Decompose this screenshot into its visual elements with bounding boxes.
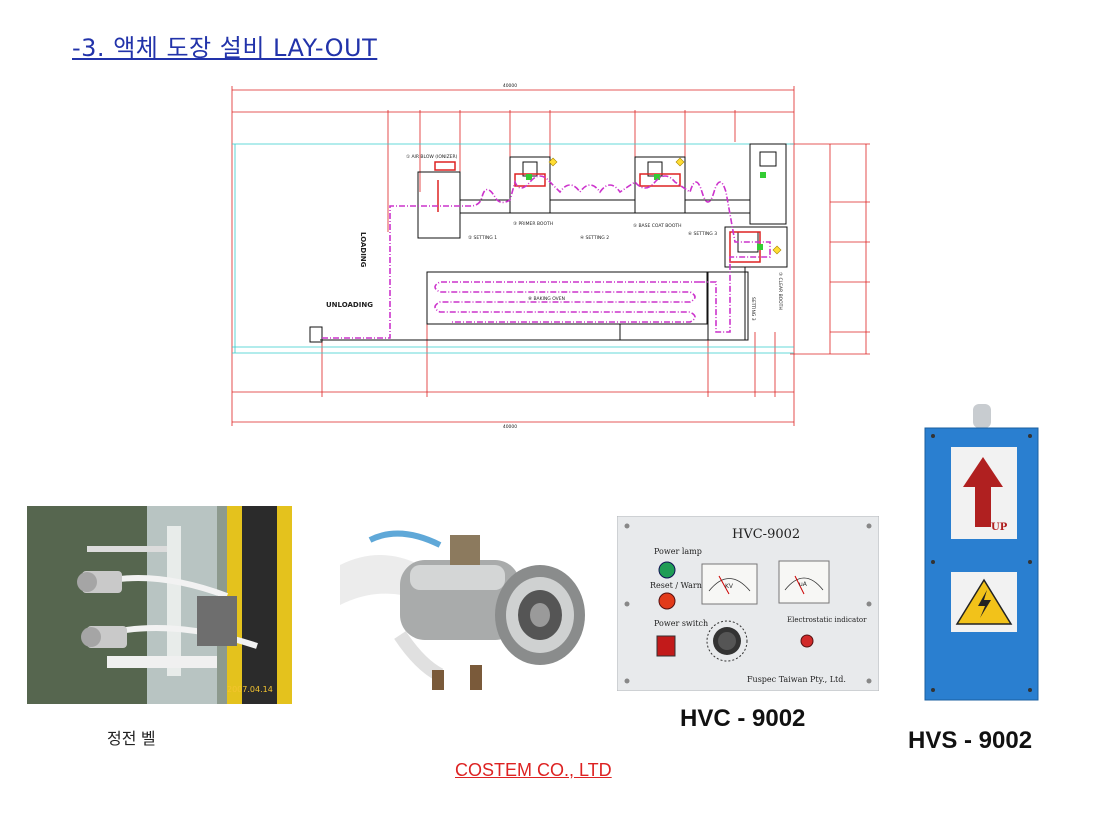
hvs-screws bbox=[931, 434, 1032, 692]
booth-markers bbox=[526, 172, 766, 250]
hvc-brand-label: Fuspec Taiwan Pty., Ltd. bbox=[747, 675, 846, 684]
up-arrow-icon bbox=[963, 457, 1003, 527]
reset-warning-label: Reset / Warning bbox=[650, 581, 715, 590]
electrostatic-indicator-label: Electrostatic indicator bbox=[787, 616, 867, 624]
bell-photo-svg: 2007.04.14 bbox=[27, 506, 292, 704]
kv-meter-unit: KV bbox=[725, 583, 734, 590]
layout-labels: ① AIR BLOW (IONIZER) ② SETTING 1 ③ PRIME… bbox=[326, 154, 783, 321]
label-setting3: ⑥ SETTING 3 bbox=[688, 231, 717, 237]
voltage-knob[interactable] bbox=[706, 620, 748, 662]
hvs-svg: UP bbox=[924, 404, 1039, 701]
power-switch[interactable] bbox=[656, 635, 676, 657]
label-air-blow: ① AIR BLOW (IONIZER) bbox=[406, 154, 458, 160]
ua-meter: uA bbox=[778, 560, 830, 604]
label-primer-booth: ③ PRIMER BOOTH bbox=[513, 221, 553, 227]
hvc-panel-model: HVC-9002 bbox=[732, 527, 800, 542]
bell-cup-svg bbox=[340, 530, 585, 690]
hvc-panel-svg: HVC-9002 Power lamp Reset / Warning Powe… bbox=[616, 515, 880, 692]
warning-markers bbox=[548, 157, 782, 255]
building-outline bbox=[232, 143, 794, 354]
layout-drawing: 40000 40000 bbox=[230, 82, 870, 430]
hvc-control-panel: HVC-9002 Power lamp Reset / Warning Powe… bbox=[616, 515, 880, 692]
dim-bottom-total: 40000 bbox=[503, 424, 517, 428]
label-clear-booth: ⑦ CLEAR BOOTH bbox=[777, 272, 783, 310]
power-switch-label: Power switch bbox=[654, 619, 708, 628]
layout-svg: 40000 40000 bbox=[231, 83, 870, 430]
caption-hvs: HVS - 9002 bbox=[908, 727, 1033, 754]
electrostatic-indicator bbox=[800, 634, 814, 648]
label-unloading: UNLOADING bbox=[326, 301, 373, 309]
dimension-lines bbox=[231, 86, 870, 426]
panel-screws bbox=[624, 523, 872, 684]
bell-installation-photo: 2007.04.14 bbox=[27, 506, 292, 704]
reset-warning-button[interactable] bbox=[658, 592, 676, 610]
kv-meter: KV bbox=[701, 563, 758, 605]
hvs-up-label: UP bbox=[991, 522, 1008, 533]
label-base-coat-booth: ⑤ BASE COAT BOOTH bbox=[633, 223, 682, 229]
caption-hvc: HVC - 9002 bbox=[680, 705, 806, 732]
label-setting1: ② SETTING 1 bbox=[468, 235, 497, 241]
label-setting2: ④ SETTING 2 bbox=[580, 235, 609, 241]
bell-cup-photo bbox=[340, 525, 590, 695]
power-lamp-label: Power lamp bbox=[654, 547, 702, 556]
photo-date-stamp: 2007.04.14 bbox=[227, 685, 273, 694]
company-footer: COSTEM CO., LTD bbox=[455, 760, 612, 780]
label-baking-oven: ⑧ BAKING OVEN bbox=[528, 296, 565, 302]
ua-meter-unit: uA bbox=[799, 581, 808, 588]
dimension-numbers: 40000 40000 bbox=[503, 83, 517, 430]
label-setting3b: SETTING 3 bbox=[750, 297, 756, 321]
hvs-power-supply: UP bbox=[923, 402, 1040, 702]
booth-details bbox=[434, 161, 761, 263]
label-loading: LOADING bbox=[359, 232, 367, 268]
page-title: -3. 액체 도장 설비 LAY-OUT bbox=[72, 34, 378, 62]
dim-top-total: 40000 bbox=[503, 83, 517, 89]
caption-bell: 정전 벨 bbox=[107, 731, 156, 748]
conveyor-path bbox=[322, 175, 771, 339]
power-lamp-indicator bbox=[658, 561, 676, 579]
